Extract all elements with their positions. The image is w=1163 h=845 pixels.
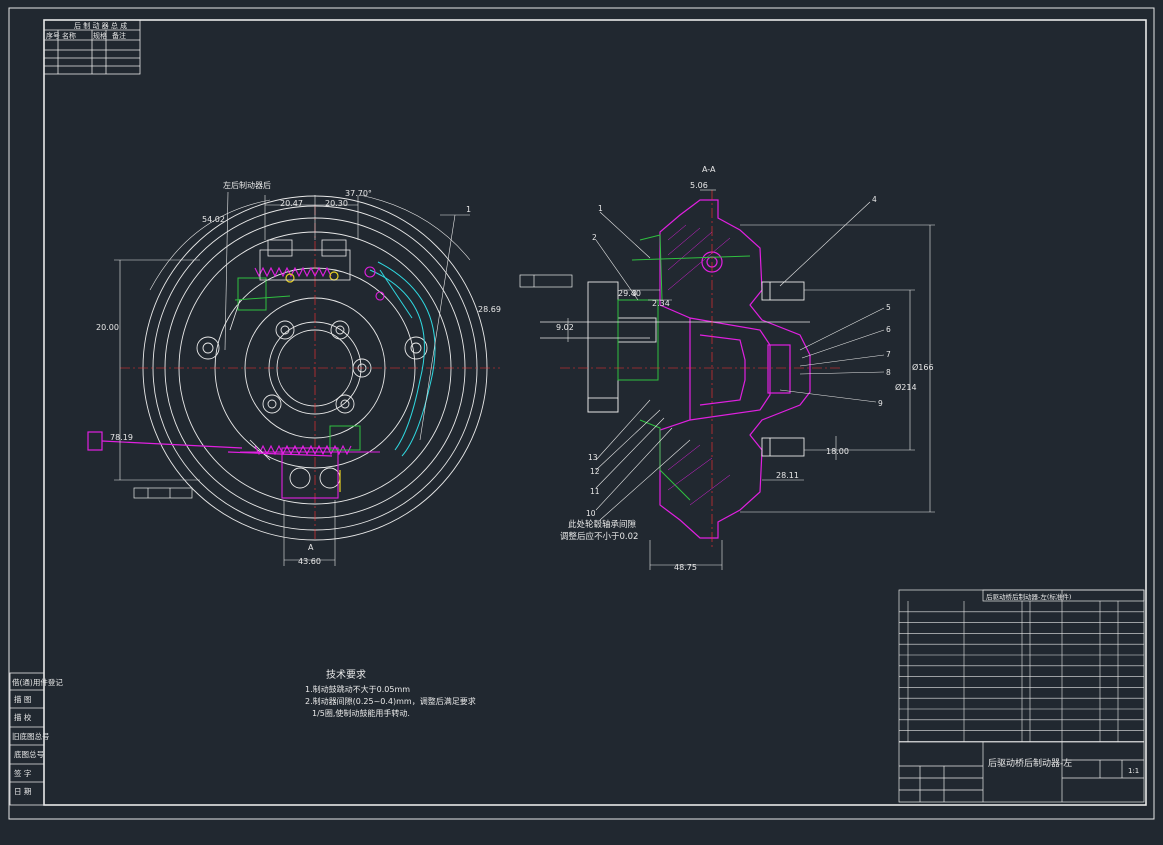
side-label-6: 日 期 bbox=[14, 787, 31, 796]
bom-grid bbox=[899, 601, 1144, 742]
top-left-col-0: 序号 bbox=[46, 31, 60, 40]
dim-2-34: 2.34 bbox=[652, 299, 670, 308]
side-label-5: 签 字 bbox=[14, 768, 31, 778]
tech-req-line-0: 1.制动鼓跳动不大于0.05mm bbox=[305, 684, 410, 694]
section-mark-a: A bbox=[308, 543, 314, 552]
callout-1: 1 bbox=[598, 204, 603, 213]
tech-req-line-1: 2.制动器间隙(0.25~0.4)mm，调整后满足要求 bbox=[305, 696, 476, 706]
tech-requirements: 技术要求 1.制动鼓跳动不大于0.05mm 2.制动器间隙(0.25~0.4)m… bbox=[305, 668, 476, 718]
top-left-col-3: 备注 bbox=[112, 31, 126, 40]
callout-13: 13 bbox=[588, 453, 598, 462]
dim-78-19: 78.19 bbox=[110, 433, 133, 442]
bom-title-block bbox=[898, 589, 1145, 803]
dim-43-60: 43.60 bbox=[298, 557, 321, 566]
callout-5: 5 bbox=[886, 303, 891, 312]
tech-req-title: 技术要求 bbox=[326, 668, 366, 681]
top-left-table-title: 后 制 动 器 总 成 bbox=[74, 21, 127, 30]
drawing-frame bbox=[8, 7, 1155, 820]
callout-7: 7 bbox=[886, 350, 891, 359]
side-label-4: 底图总号 bbox=[14, 749, 44, 759]
section-label: A-A bbox=[702, 165, 716, 174]
callout-9: 9 bbox=[878, 399, 883, 408]
left-callout-1: 1 bbox=[466, 205, 471, 214]
section-note-line2: 调整后应不小于0.02 bbox=[560, 531, 638, 542]
top-left-table bbox=[43, 19, 141, 75]
bom-header: 后驱动桥后制动器-左(标准件) bbox=[986, 592, 1071, 601]
left-view-brake-assembly: 左后制动器后 20.47 20.30 37.70° 28.69 54.02 20… bbox=[87, 180, 501, 566]
callout-2: 2 bbox=[592, 233, 597, 242]
callout-8: 8 bbox=[886, 368, 891, 377]
side-stamp-labels: 借(通)用件登记 描 图 描 校 旧底图总号 底图总号 签 字 日 期 bbox=[12, 677, 63, 796]
side-stamp-column bbox=[9, 672, 45, 806]
side-label-1: 描 图 bbox=[14, 694, 31, 704]
dim-28-69: 28.69 bbox=[478, 305, 501, 314]
right-view-section: A-A 5.06 29.40 2.34 9.02 28.11 48.75 18.… bbox=[519, 165, 935, 572]
left-view-title: 左后制动器后 bbox=[223, 180, 271, 190]
callout-6: 6 bbox=[886, 325, 891, 334]
dim-20-30: 20.30 bbox=[325, 199, 348, 208]
dim-9-02: 9.02 bbox=[556, 323, 574, 332]
drawing-scale: 1:1 bbox=[1128, 767, 1139, 775]
title-block-lines bbox=[899, 741, 1144, 802]
side-label-0: 借(通)用件登记 bbox=[12, 677, 63, 687]
dim-29-40: 29.40 bbox=[618, 289, 641, 298]
dim-dia-166: Ø166 bbox=[912, 362, 934, 372]
section-note-line1: 此处轮毂轴承间隙 bbox=[568, 519, 637, 530]
side-label-3: 旧底图总号 bbox=[12, 731, 50, 741]
dim-28-11: 28.11 bbox=[776, 471, 799, 480]
top-left-col-2: 规格 bbox=[93, 31, 107, 40]
dim-dia-214: Ø214 bbox=[895, 382, 917, 392]
tech-req-line-2: 1/5圈,使制动鼓能用手转动. bbox=[312, 708, 410, 718]
side-label-2: 描 校 bbox=[14, 712, 32, 722]
dim-20-00: 20.00 bbox=[96, 323, 119, 332]
callout-4: 4 bbox=[872, 195, 877, 204]
dim-18-00: 18.00 bbox=[826, 447, 849, 456]
callout-11: 11 bbox=[590, 487, 600, 496]
callout-3: 3 bbox=[632, 289, 637, 298]
drawing-title: 后驱动桥后制动器-左 bbox=[988, 757, 1072, 769]
callout-10: 10 bbox=[586, 509, 596, 518]
dim-54-02: 54.02 bbox=[202, 215, 225, 224]
dim-5-06: 5.06 bbox=[690, 181, 708, 190]
dim-20-47: 20.47 bbox=[280, 199, 303, 208]
dim-48-75: 48.75 bbox=[674, 563, 697, 572]
callout-12: 12 bbox=[590, 467, 600, 476]
top-left-col-1: 名称 bbox=[62, 31, 76, 40]
dim-angle: 37.70° bbox=[345, 189, 372, 198]
